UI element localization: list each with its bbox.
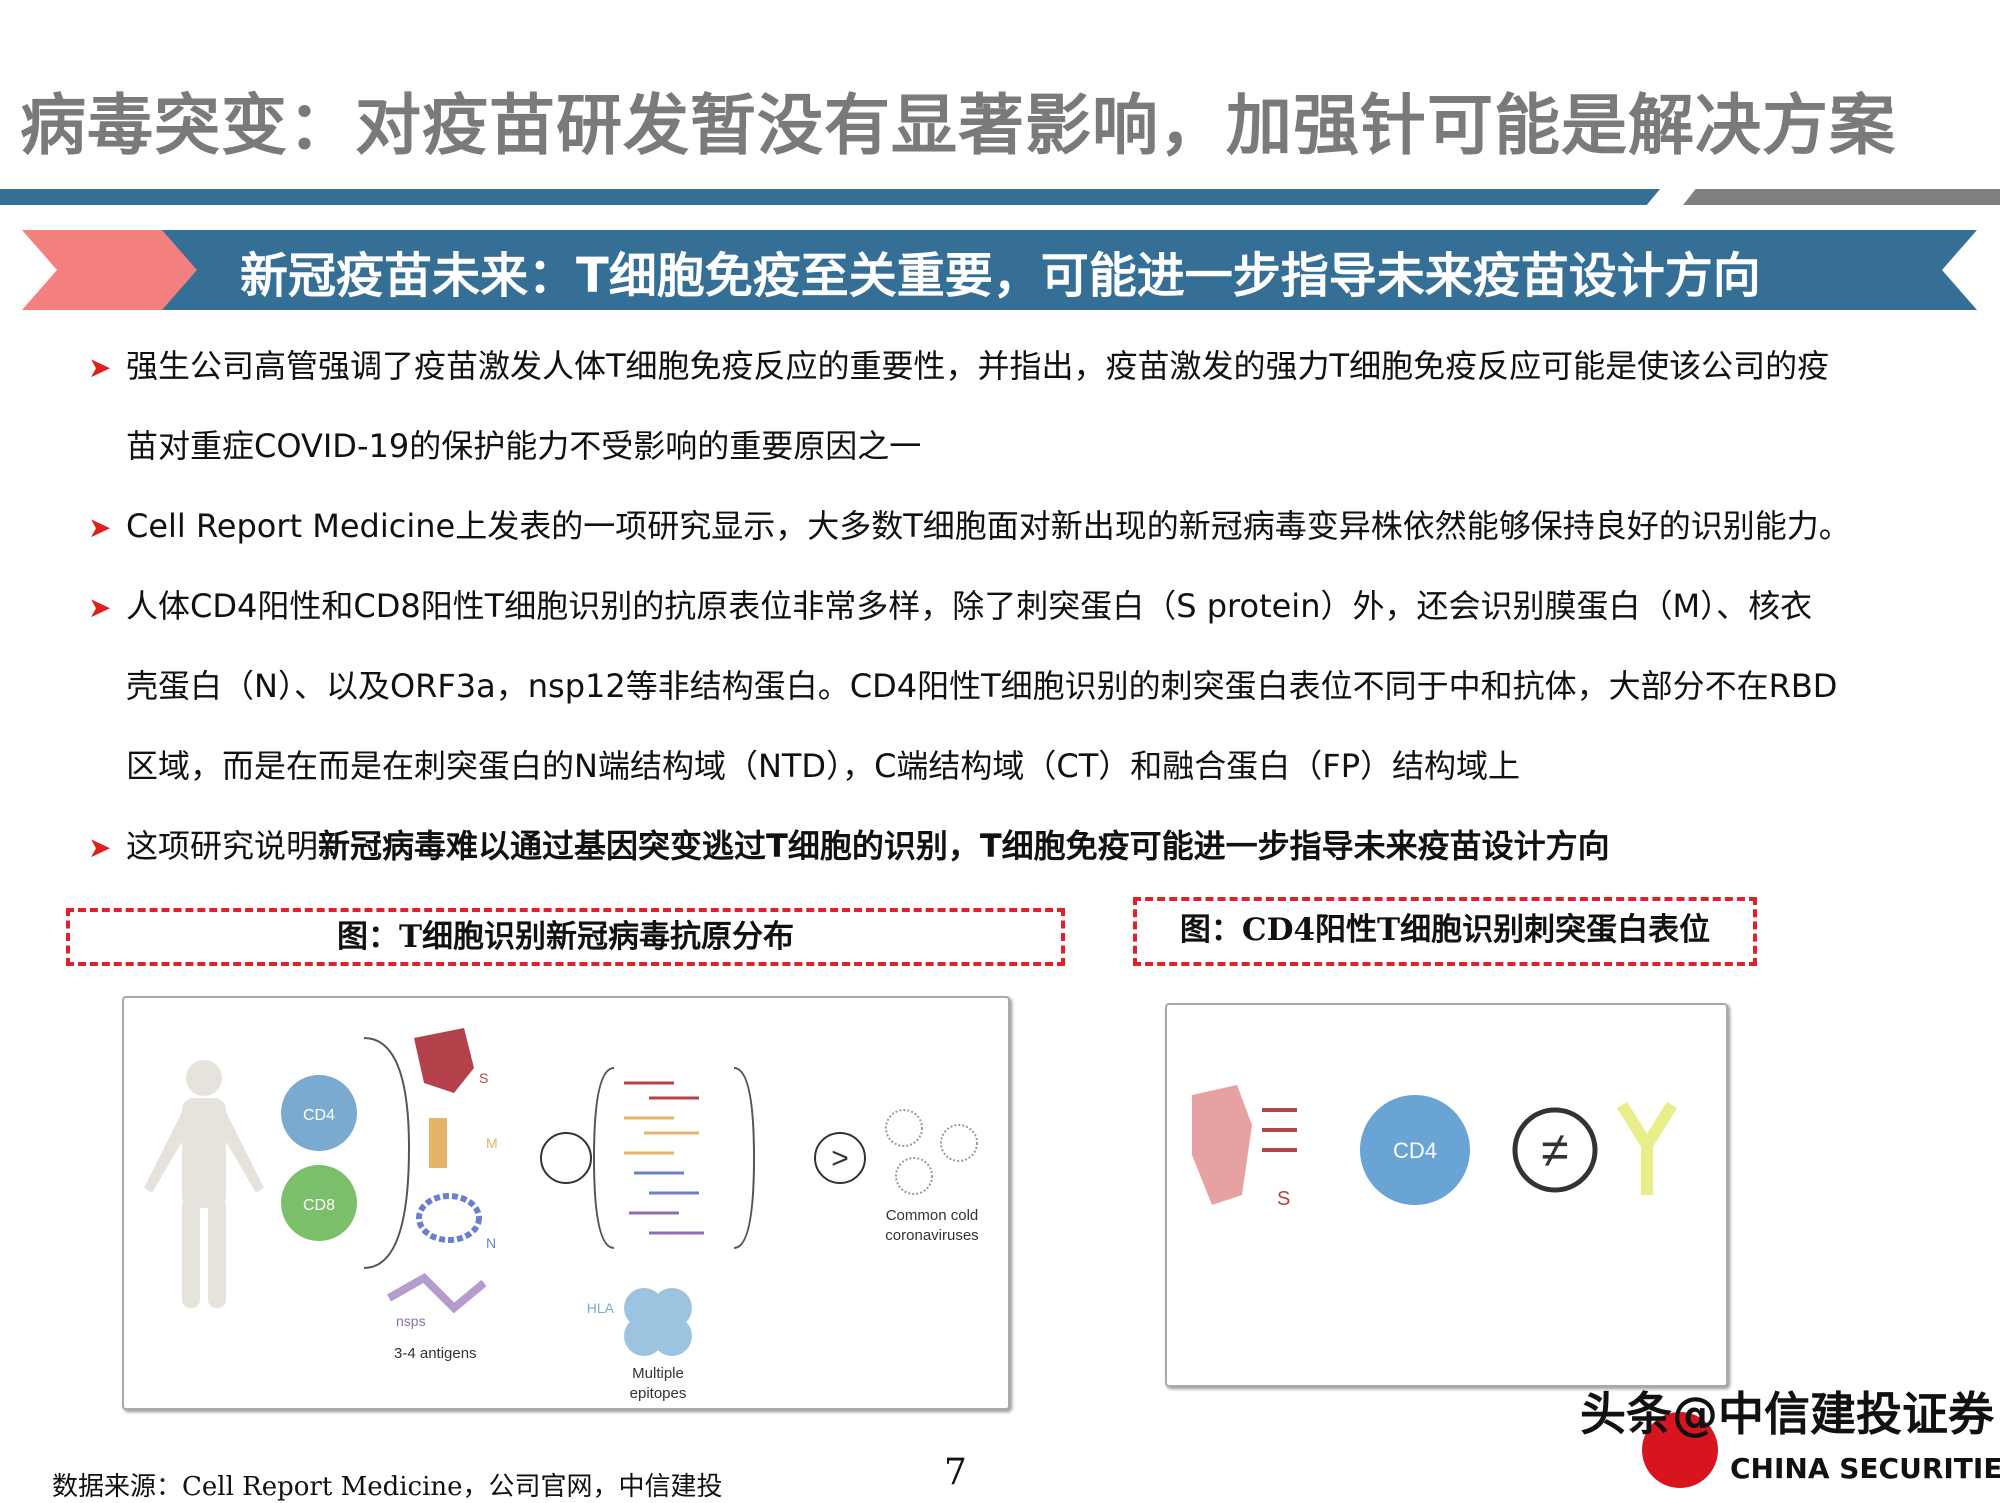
- cd4-cell-icon: [1360, 1095, 1470, 1205]
- epitope-lines: [624, 1081, 704, 1235]
- spike-protein-icon: [414, 1028, 474, 1093]
- bullet-text: 强生公司高管强调了疫苗激发人体T细胞免疫反应的重要性，并指出，疫苗激发的强力T细…: [126, 347, 1830, 385]
- watermark-en: CHINA SECURITIES: [1730, 1452, 2000, 1485]
- bullet-3-cont: 壳蛋白（N）、以及ORF3a，nsp12等非结构蛋白。CD4阳性T细胞识别的刺突…: [126, 667, 1838, 705]
- greater-than-icon: [814, 1132, 866, 1184]
- bullet-bold-text: 新冠病毒难以通过基因突变逃过T细胞的识别，T细胞免疫可能进一步指导未来疫苗设计方…: [318, 827, 1610, 865]
- s-label: S: [1277, 1188, 1290, 1210]
- antigens-label: 3-4 antigens: [394, 1345, 477, 1362]
- n-label: N: [486, 1235, 496, 1251]
- bullet-4: ➤ 这项研究说明新冠病毒难以通过基因突变逃过T细胞的识别，T细胞免疫可能进一步指导…: [88, 826, 1610, 868]
- bullet-1-cont: 苗对重症COVID-19的保护能力不受影响的重要原因之一: [126, 427, 922, 465]
- hla-icon: [624, 1288, 664, 1328]
- m-label: M: [486, 1135, 498, 1151]
- page-number: 7: [944, 1452, 967, 1493]
- figure-left-image: CD4 CD8 S M N nsps 3-4 antigens HLA Mult…: [122, 996, 1010, 1410]
- bracket: [363, 1037, 411, 1269]
- data-source: 数据来源：Cell Report Medicine，公司官网，中信建投: [52, 1472, 723, 1502]
- section-heading: 新冠疫苗未来：T细胞免疫至关重要，可能进一步指导未来疫苗设计方向: [240, 248, 1761, 304]
- coronavirus-icons: [885, 1109, 978, 1195]
- cd4-cell-icon: [281, 1075, 357, 1151]
- membrane-protein-icon: [429, 1118, 447, 1168]
- bullet-3: ➤ 人体CD4阳性和CD8阳性T细胞识别的抗原表位非常多样，除了刺突蛋白（S pr…: [88, 586, 1812, 628]
- arrow-bullet-icon: ➤: [88, 831, 112, 864]
- cd8-label: CD8: [303, 1197, 335, 1214]
- bullet-text: Cell Report Medicine上发表的一项研究显示，大多数T细胞面对新…: [126, 507, 1851, 545]
- china-securities-logo-icon: [1642, 1412, 1718, 1488]
- epitopes-label: Multiple: [632, 1365, 684, 1382]
- section-banner: [22, 230, 1977, 310]
- spike-protein-icon: [1192, 1085, 1252, 1205]
- page-title: 病毒突变：对疫苗研发暂没有显著影响，加强针可能是解决方案: [20, 87, 1896, 164]
- nucleocapsid-icon: [416, 1193, 482, 1243]
- cd4-label: CD4: [303, 1107, 335, 1124]
- arrow-bullet-icon: ➤: [88, 351, 112, 384]
- cd4-label: CD4: [1393, 1138, 1437, 1163]
- common-cold-label: Common cold: [886, 1207, 979, 1224]
- hla-label: HLA: [587, 1300, 615, 1316]
- bullet-1: ➤ 强生公司高管强调了疫苗激发人体T细胞免疫反应的重要性，并指出，疫苗激发的强力T…: [88, 346, 1829, 388]
- nsps-label: nsps: [396, 1313, 426, 1329]
- figure-right-caption: 图：CD4阳性T细胞识别刺突蛋白表位: [1133, 897, 1757, 966]
- watermark: 头条@中信建投证券: [1580, 1387, 1994, 1441]
- s-label: S: [479, 1070, 488, 1086]
- bullet-text: 人体CD4阳性和CD8阳性T细胞识别的抗原表位非常多样，除了刺突蛋白（S pro…: [126, 587, 1813, 625]
- human-figure-icon: [144, 1060, 264, 1308]
- banner-pink-chevron: [22, 230, 207, 310]
- not-equal-glyph: ≠: [1541, 1122, 1568, 1178]
- antibody-icon: [1616, 1101, 1678, 1195]
- banner-blue-ribbon: [162, 230, 1977, 310]
- cd8-cell-icon: [281, 1165, 357, 1241]
- bullet-3-cont: 区域，而是在而是在刺突蛋白的N端结构域（NTD），C端结构域（CT）和融合蛋白（…: [126, 747, 1521, 785]
- nsps-icon: [387, 1273, 487, 1314]
- epitopes-label: epitopes: [630, 1385, 687, 1402]
- figure-right-image: S CD4 ≠: [1165, 1003, 1728, 1387]
- arrow-bullet-icon: ➤: [88, 591, 112, 624]
- arrow-bullet-icon: ➤: [88, 511, 112, 544]
- epitope-bracket: [592, 1067, 756, 1249]
- bullet-text: 这项研究说明: [126, 827, 319, 865]
- common-cold-label: coronaviruses: [885, 1227, 978, 1244]
- title-underline-gray: [1683, 189, 2000, 205]
- figure-left-caption: 图：T细胞识别新冠病毒抗原分布: [66, 908, 1065, 966]
- title-underline-blue: [0, 189, 1660, 205]
- bullet-2: ➤ Cell Report Medicine上发表的一项研究显示，大多数T细胞面对…: [88, 506, 1851, 548]
- magnifier-icon: [540, 1132, 592, 1184]
- greater-than-glyph: >: [831, 1142, 849, 1175]
- not-equal-icon: [1512, 1107, 1598, 1193]
